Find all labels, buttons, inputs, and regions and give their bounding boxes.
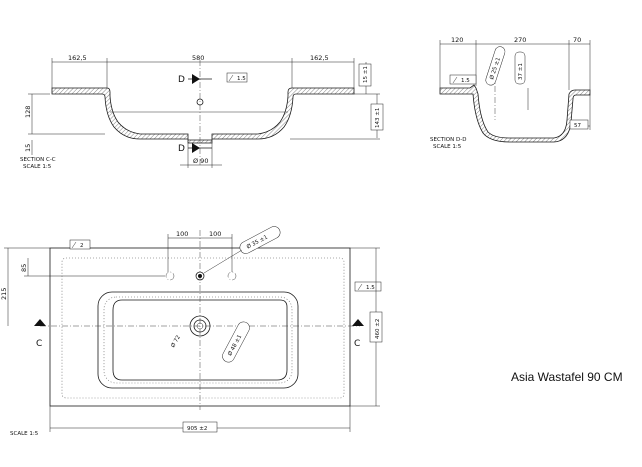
basin-inner — [112, 299, 288, 381]
section-cc-view: 162,5 580 162,5 128 15 15 ±1 143 ±1 1.5 … — [20, 54, 384, 170]
dim-offset-left: 100 — [176, 230, 188, 238]
section-dd-scale: SCALE 1:5 — [433, 144, 462, 150]
dim-back: 120 — [451, 36, 463, 44]
tap-hole — [195, 271, 205, 281]
dim-tap-hole-plan: Ø 35 ±1 — [239, 226, 281, 254]
dim-height: 128 — [24, 106, 32, 118]
section-cc-profile — [51, 87, 355, 144]
drain-inner — [193, 319, 207, 333]
svg-text:1.5: 1.5 — [237, 76, 246, 82]
flatness-badge-top — [69, 239, 91, 250]
svg-text:Ø 72: Ø 72 — [169, 334, 182, 349]
side-hole-right — [227, 271, 237, 281]
side-hole-left — [165, 271, 175, 281]
dim-width: 905 ±2 — [187, 426, 207, 432]
dim-basin-width: 580 — [192, 54, 204, 62]
section-dd-view: 120 270 70 Ø 25 ±1 37 ±1 1.5 57 SECTION … — [430, 36, 591, 150]
plan-edge-dotted — [61, 257, 345, 399]
flatness-badge-dd — [449, 74, 477, 85]
section-dd-caption: SECTION D-D — [430, 137, 466, 143]
dim-offset-right: 100 — [209, 230, 221, 238]
dim-drain-outer: Ø 72 — [169, 334, 182, 349]
section-cc-caption: SECTION C-C — [20, 157, 56, 163]
drawing-title: Asia Wastafel 90 CM — [511, 370, 623, 384]
basin-dotted — [103, 296, 293, 384]
section-c-arrow-left — [34, 319, 46, 326]
dim-drain: Ø 90 — [193, 157, 208, 165]
dim-right-depth: 143 ±1 — [375, 108, 381, 128]
section-cc-scale: SCALE 1:5 — [23, 164, 52, 170]
plan-view: 100 100 Ø 35 ±1 2 1.5 85 215 460 ±2 905 — [0, 226, 383, 437]
section-dd-profile — [439, 84, 591, 143]
dim-tap-hole-dd: Ø 25 ±1 — [485, 46, 506, 86]
dim-side-b: 215 — [0, 288, 8, 300]
dim-right-top: 15 ±1 — [363, 66, 369, 83]
section-cc-tap-hole — [196, 98, 204, 106]
section-c-arrow-right — [352, 319, 364, 326]
dim-lip: 15 — [24, 144, 32, 152]
dim-bottom: 57 — [574, 123, 581, 129]
plan-scale: SCALE 1:5 — [10, 431, 39, 437]
dim-depth: 460 ±2 — [375, 319, 381, 339]
drain-outer — [189, 315, 211, 337]
svg-text:37 ±1: 37 ±1 — [518, 63, 524, 80]
dim-side-a: 85 — [20, 264, 28, 272]
dim-overflow-dd: 37 ±1 — [514, 51, 526, 85]
section-c-marker-right: C — [354, 339, 360, 349]
svg-text:1.5: 1.5 — [366, 285, 375, 291]
svg-text:2: 2 — [80, 243, 84, 249]
dim-drain-inner: Ø 48 ±1 — [222, 321, 250, 363]
dim-left-ledge: 162,5 — [68, 54, 87, 62]
flatness-badge-cc — [226, 72, 248, 83]
svg-text:1.5: 1.5 — [461, 78, 470, 84]
section-d-marker-top: D — [178, 75, 185, 85]
section-c-marker-left: C — [36, 339, 42, 349]
dim-middle: 270 — [514, 36, 526, 44]
basin-outer — [97, 291, 299, 389]
section-d-marker-bottom: D — [178, 144, 185, 154]
dim-right-ledge: 162,5 — [310, 54, 329, 62]
dim-front: 70 — [573, 36, 581, 44]
flatness-badge-right — [354, 281, 382, 292]
